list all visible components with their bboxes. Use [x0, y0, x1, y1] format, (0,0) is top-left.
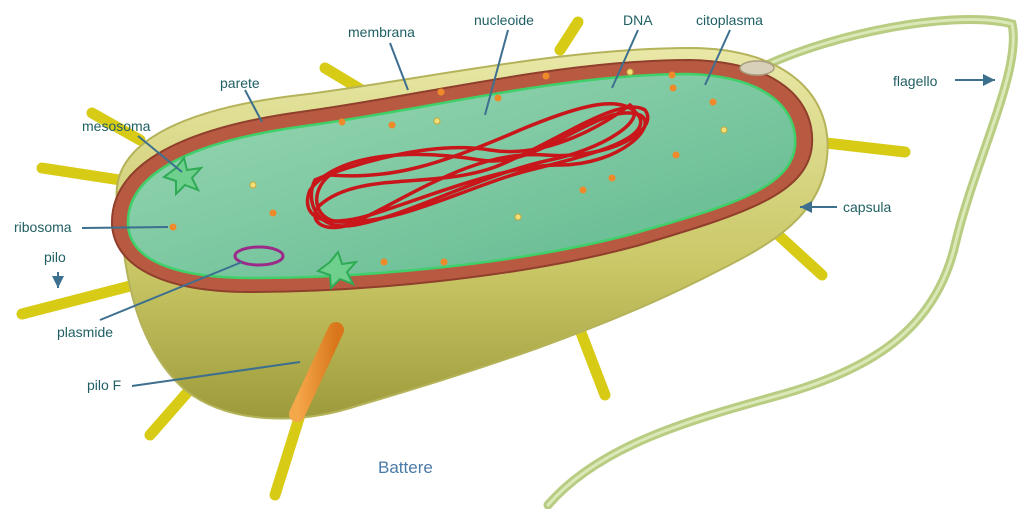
- label-pilo: pilo: [44, 249, 66, 265]
- ribosome: [339, 119, 346, 126]
- ribosome: [441, 259, 448, 266]
- label-ribosoma: ribosoma: [14, 219, 72, 235]
- ribosome: [673, 152, 680, 159]
- ribosome: [670, 85, 677, 92]
- ribosome: [609, 175, 616, 182]
- diagram-caption: Battere: [378, 458, 433, 478]
- ribosome: [669, 72, 676, 79]
- ribosome: [580, 187, 587, 194]
- leader-ribosoma: [82, 227, 168, 228]
- label-membrana: membrana: [348, 24, 415, 40]
- ribosome: [389, 122, 396, 129]
- pilus: [42, 168, 120, 180]
- ribosome: [438, 89, 445, 96]
- pilus: [275, 415, 300, 495]
- label-parete: parete: [220, 75, 260, 91]
- pilus: [775, 232, 822, 275]
- ribosome: [270, 210, 277, 217]
- label-pilo-f: pilo F: [87, 377, 121, 393]
- label-plasmide: plasmide: [57, 324, 113, 340]
- label-dna: DNA: [623, 12, 653, 28]
- flagellum-base: [740, 61, 774, 75]
- ribosome: [710, 99, 717, 106]
- label-mesosoma: mesosoma: [82, 118, 150, 134]
- pilus: [560, 22, 578, 50]
- ribosome: [170, 224, 177, 231]
- ribosome: [381, 259, 388, 266]
- label-capsula: capsula: [843, 199, 891, 215]
- ribosome: [495, 95, 502, 102]
- ribosome: [543, 73, 550, 80]
- label-nucleoide: nucleoide: [474, 12, 534, 28]
- pilus: [22, 286, 130, 314]
- label-citoplasma: citoplasma: [696, 12, 763, 28]
- label-flagello: flagello: [893, 73, 937, 89]
- pilus: [580, 330, 605, 395]
